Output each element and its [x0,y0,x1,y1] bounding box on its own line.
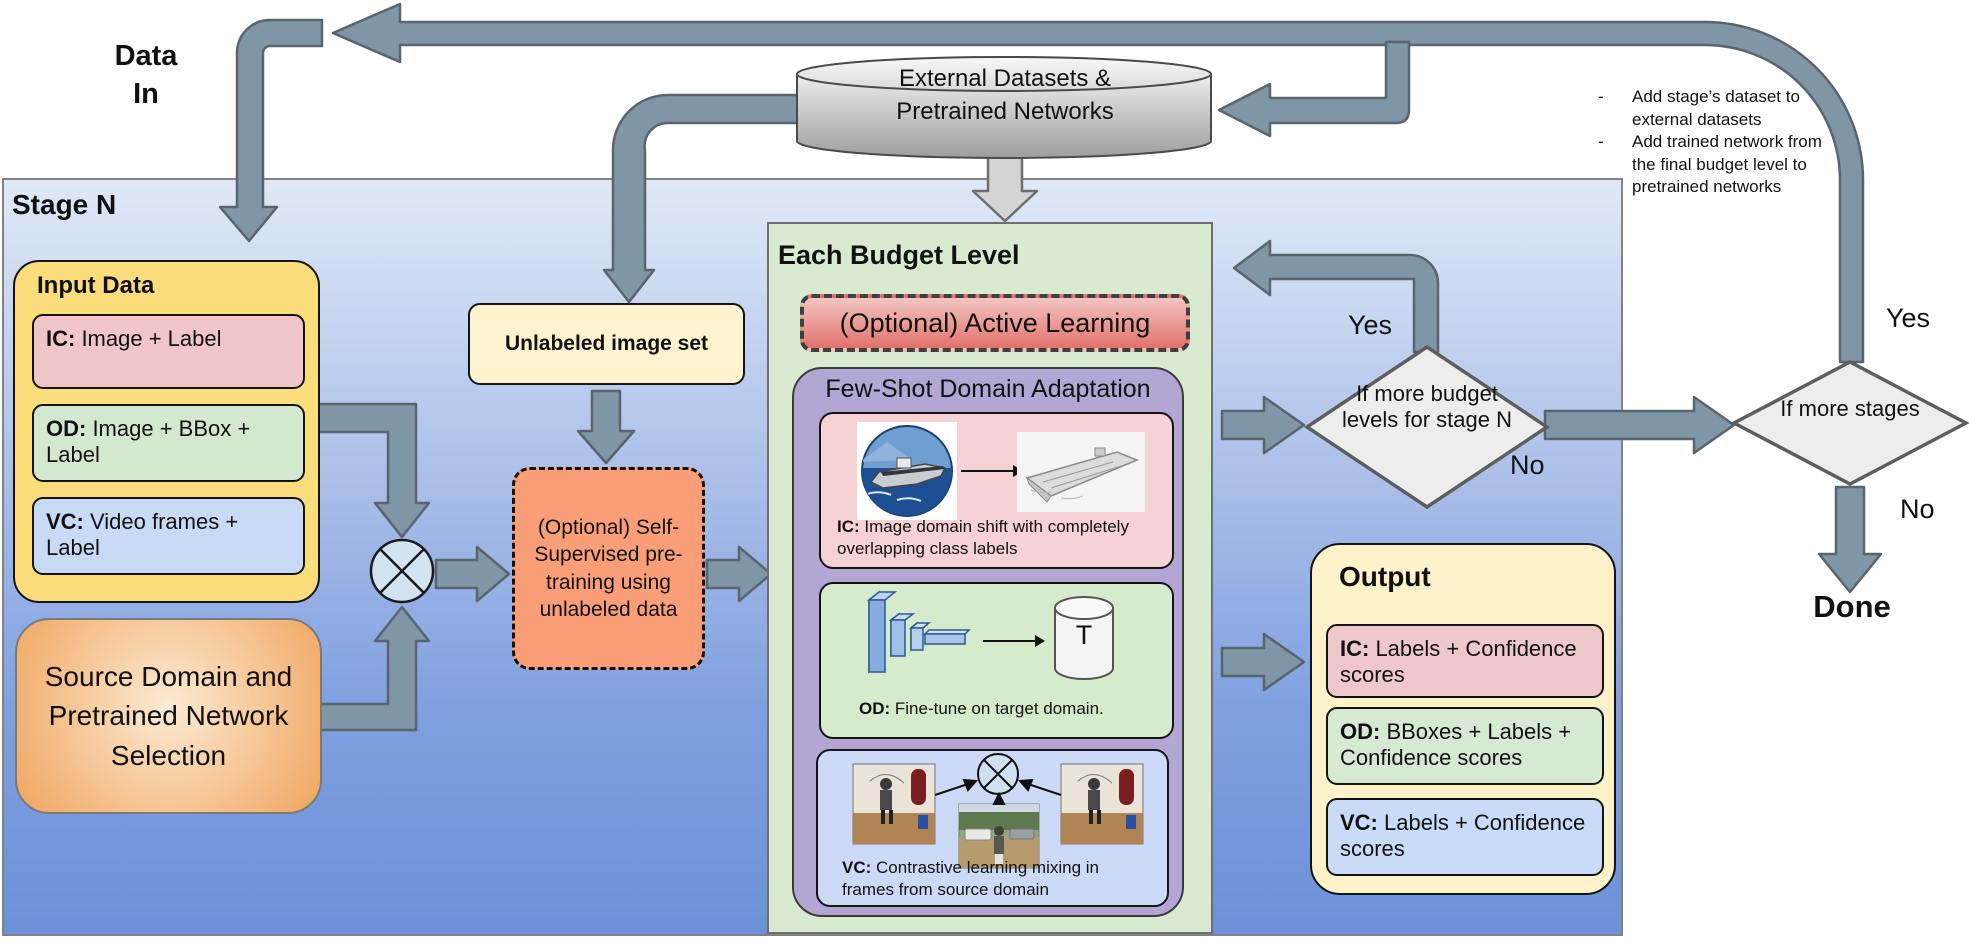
external-datasets-cylinder [796,56,1212,159]
budget-to-decision-arrow [1220,395,1306,455]
fsda-ic-panel: IC: Image domain shift with completely o… [819,412,1174,569]
unlabeled-image-set-box: Unlabeled image set [468,303,745,385]
contrastive-mixing-illustration [852,753,1144,869]
domain-shift-arrow-icon [961,465,1023,477]
budget-decision-label: If more budget levels for stage N [1342,381,1512,432]
fsda-title: Few-Shot Domain Adaptation [825,375,1151,403]
note-text: Add stage’s dataset to external datasets [1632,87,1800,129]
budget-level-box: Each Budget Level (Optional) Active Lear… [767,222,1213,934]
video-frame-gym-2 [1060,763,1144,845]
mix-operator-icon [369,538,435,604]
fsda-box: Few-Shot Domain Adaptation [792,367,1184,917]
stages-yes-loop-arrow [331,2,1865,364]
input-data-title: Input Data [37,272,155,299]
stages-decision-diamond [1730,360,1969,486]
budget-level-title: Each Budget Level [778,240,1020,270]
stage-notes: - Add stage’s dataset to external datase… [1598,86,1836,199]
datasets-to-budget-arrow [971,155,1039,223]
stages-no-label: No [1900,494,1935,524]
fsda-ic-caption: IC: Image domain shift with completely o… [837,517,1129,559]
fsda-od-caption: OD: Fine-tune on target domain. [859,699,1104,718]
active-learning-box: (Optional) Active Learning [800,294,1190,352]
datasets-to-unlabeled-arrow [602,93,800,304]
finetune-arrow-icon [983,635,1045,647]
mixing-arrows [934,778,1062,805]
done-label: Done [1813,589,1891,624]
budget-yes-label: Yes [1348,310,1393,340]
output-vc-item: VC: Labels + Confidence scores [1326,798,1604,876]
feedback-to-datasets-arrow [1217,40,1411,138]
budget-no-arrow [1543,395,1736,455]
network-icon [866,590,971,674]
stages-yes-label: Yes [1886,303,1931,333]
note-bullet: - [1598,87,1604,106]
budget-no-label: No [1510,450,1545,480]
source-selection-box: Source Domain and Pretrained Network Sel… [15,618,322,814]
budget-decision-diamond [1303,344,1551,510]
output-title: Output [1339,561,1431,592]
video-frame-gym-1 [852,763,936,845]
note-text: Add trained network from the final budge… [1632,132,1822,197]
ssl-pretraining-box: (Optional) Self-Supervised pre-training … [512,467,705,670]
output-box: Output IC: Labels + Confidence scores OD… [1310,543,1616,895]
external-datasets-label: External Datasets & Pretrained Networks [896,65,1114,126]
unlabeled-to-ssl-arrow [576,389,636,465]
note-item: - Add trained network from the final bud… [1598,131,1836,199]
stage-title: Stage N [12,189,117,220]
stages-decision-label: If more stages [1780,396,1920,421]
output-ic-item: IC: Labels + Confidence scores [1326,624,1604,698]
ship-color-image [857,422,957,520]
input-data-box: Input Data IC: Image + Label OD: Image +… [13,260,320,603]
ship-sketch-image [1017,432,1145,512]
data-in-label: Data In [114,40,178,110]
ssl-to-budget-arrow [705,545,773,603]
budget-to-output-arrow [1220,632,1306,692]
note-item: - Add stage’s dataset to external datase… [1598,86,1836,131]
mix-operator-icon [977,753,1019,795]
fsda-vc-caption: VC: Contrastive learning mixing in frame… [842,858,1099,900]
input-od-item: OD: Image + BBox + Label [32,404,305,482]
output-od-item: OD: BBoxes + Labels + Confidence scores [1326,707,1604,785]
fsda-od-panel: T OD: Fine-tune on target domain. [819,582,1174,739]
data-in-arrow [218,18,324,243]
input-ic-item: IC: Image + Label [32,314,305,389]
input-to-mix-arrow [316,402,431,539]
mix-to-ssl-arrow [434,545,511,603]
stages-no-arrow [1817,485,1883,594]
input-vc-item: VC: Video frames + Label [32,497,305,575]
fsda-vc-panel: VC: Contrastive learning mixing in frame… [816,749,1169,907]
budget-yes-loop-arrow [1232,239,1440,354]
source-to-mix-arrow [316,605,431,732]
target-domain-label: T [1075,620,1093,650]
target-domain-cylinder: T [1053,596,1115,682]
video-frame-outdoor [958,803,1040,869]
note-bullet: - [1598,132,1604,152]
